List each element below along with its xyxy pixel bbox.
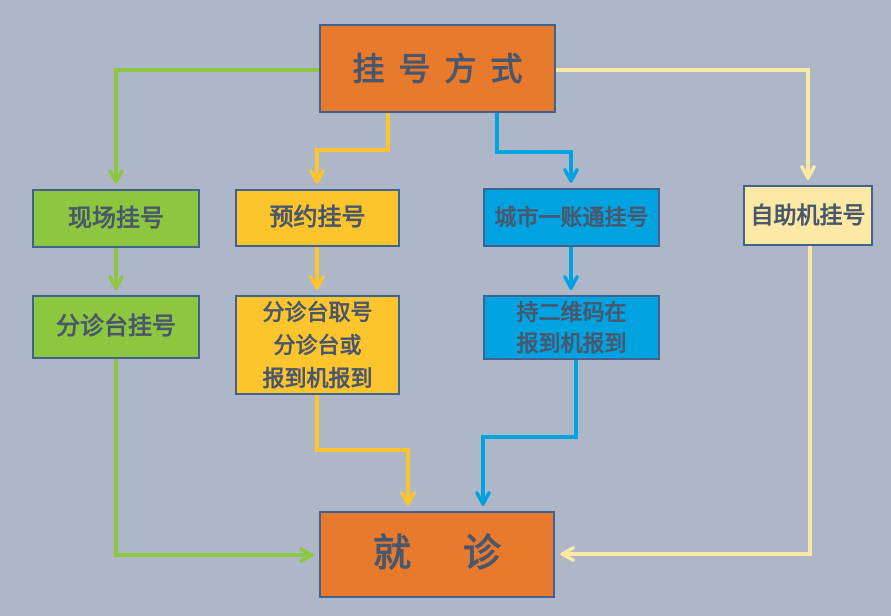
- node-start-label: 挂号方式: [352, 50, 537, 87]
- node-qr-checkin-line2: 报到机报到: [516, 330, 627, 356]
- arrow-start-to-appointment: [309, 113, 390, 184]
- arrow-triage-checkin-to-visit: [315, 395, 416, 506]
- node-triage-register-label: 分诊台挂号: [56, 313, 176, 340]
- node-triage-checkin-line2: 分诊台或: [273, 332, 362, 358]
- node-city-account: 城市一账通挂号: [483, 188, 660, 247]
- arrow-start-to-city-account: [495, 113, 579, 183]
- node-visit-label: 就诊: [372, 532, 553, 575]
- node-appointment-label: 预约挂号: [269, 204, 366, 231]
- node-appointment: 预约挂号: [235, 189, 400, 247]
- arrow-start-to-self-service: [556, 68, 816, 180]
- node-onsite-label: 现场挂号: [68, 204, 164, 232]
- arrow-self-service-to-visit: [560, 246, 812, 562]
- node-visit: 就诊: [319, 511, 555, 598]
- node-triage-register: 分诊台挂号: [32, 295, 200, 359]
- arrow-start-to-onsite: [108, 68, 319, 184]
- node-qr-checkin-line1: 持二维码在: [516, 299, 627, 325]
- node-triage-checkin: 分诊台取号 分诊台或 报到机报到: [235, 295, 400, 395]
- node-triage-checkin-line1: 分诊台取号: [262, 299, 373, 325]
- node-start: 挂号方式: [319, 24, 556, 113]
- node-self-service-label: 自助机挂号: [750, 202, 866, 229]
- node-onsite: 现场挂号: [32, 189, 200, 248]
- arrow-qr-checkin-to-visit: [475, 360, 578, 506]
- node-triage-checkin-line3: 报到机报到: [262, 365, 373, 391]
- node-qr-checkin: 持二维码在 报到机报到: [483, 295, 660, 360]
- node-city-account-label: 城市一账通挂号: [494, 204, 649, 230]
- node-self-service: 自助机挂号: [743, 185, 873, 246]
